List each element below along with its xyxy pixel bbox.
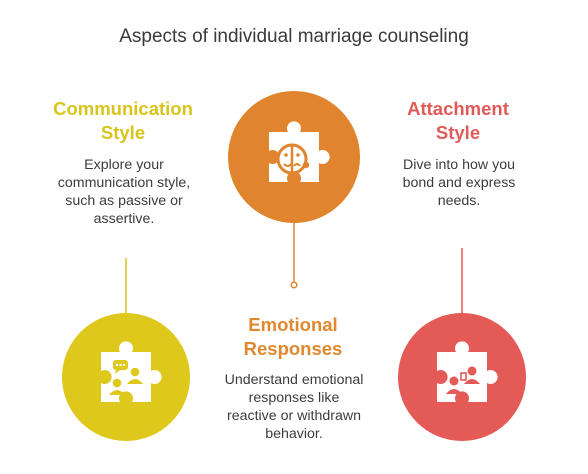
desc-line: communication style,: [57, 175, 191, 191]
heading-line: Communication: [53, 98, 193, 119]
attachment-style-description: Dive into how you bond and express needs…: [383, 156, 535, 210]
communication-style-heading: Communication Style: [38, 97, 208, 145]
desc-line: assertive.: [93, 211, 155, 227]
heading-line: Style: [435, 122, 481, 143]
node-attachment[interactable]: [398, 313, 526, 441]
desc-line: such as passive or: [65, 193, 183, 209]
desc-line: bond and express: [402, 175, 516, 191]
emotion-faces-icon: [276, 143, 310, 175]
desc-line: responses like: [248, 390, 340, 406]
desc-line: Explore your: [84, 157, 164, 173]
emotional-responses-heading: Emotional Responses: [208, 313, 378, 361]
node-emotional[interactable]: [228, 91, 360, 223]
heading-line: Style: [100, 122, 146, 143]
heading-line: Attachment: [407, 98, 509, 119]
bonding-people-icon: [446, 366, 480, 394]
diagram-title: Aspects of individual marriage counselin…: [119, 26, 469, 47]
attachment-style-heading: Attachment Style: [378, 97, 538, 145]
heading-line: Emotional: [248, 314, 338, 335]
node-communication[interactable]: [62, 313, 190, 441]
desc-line: needs.: [437, 193, 481, 209]
desc-line: reactive or withdrawn: [226, 408, 362, 424]
emotional-responses-description: Understand emotional responses like reac…: [206, 371, 382, 443]
heading-line: Responses: [243, 338, 343, 359]
chat-people-icon: [109, 360, 143, 395]
desc-line: Understand emotional: [224, 372, 364, 388]
desc-line: Dive into how you: [403, 157, 515, 173]
desc-line: behavior.: [265, 426, 323, 442]
communication-style-description: Explore your communication style, such a…: [40, 156, 208, 228]
connector-emotional: [290, 222, 298, 289]
